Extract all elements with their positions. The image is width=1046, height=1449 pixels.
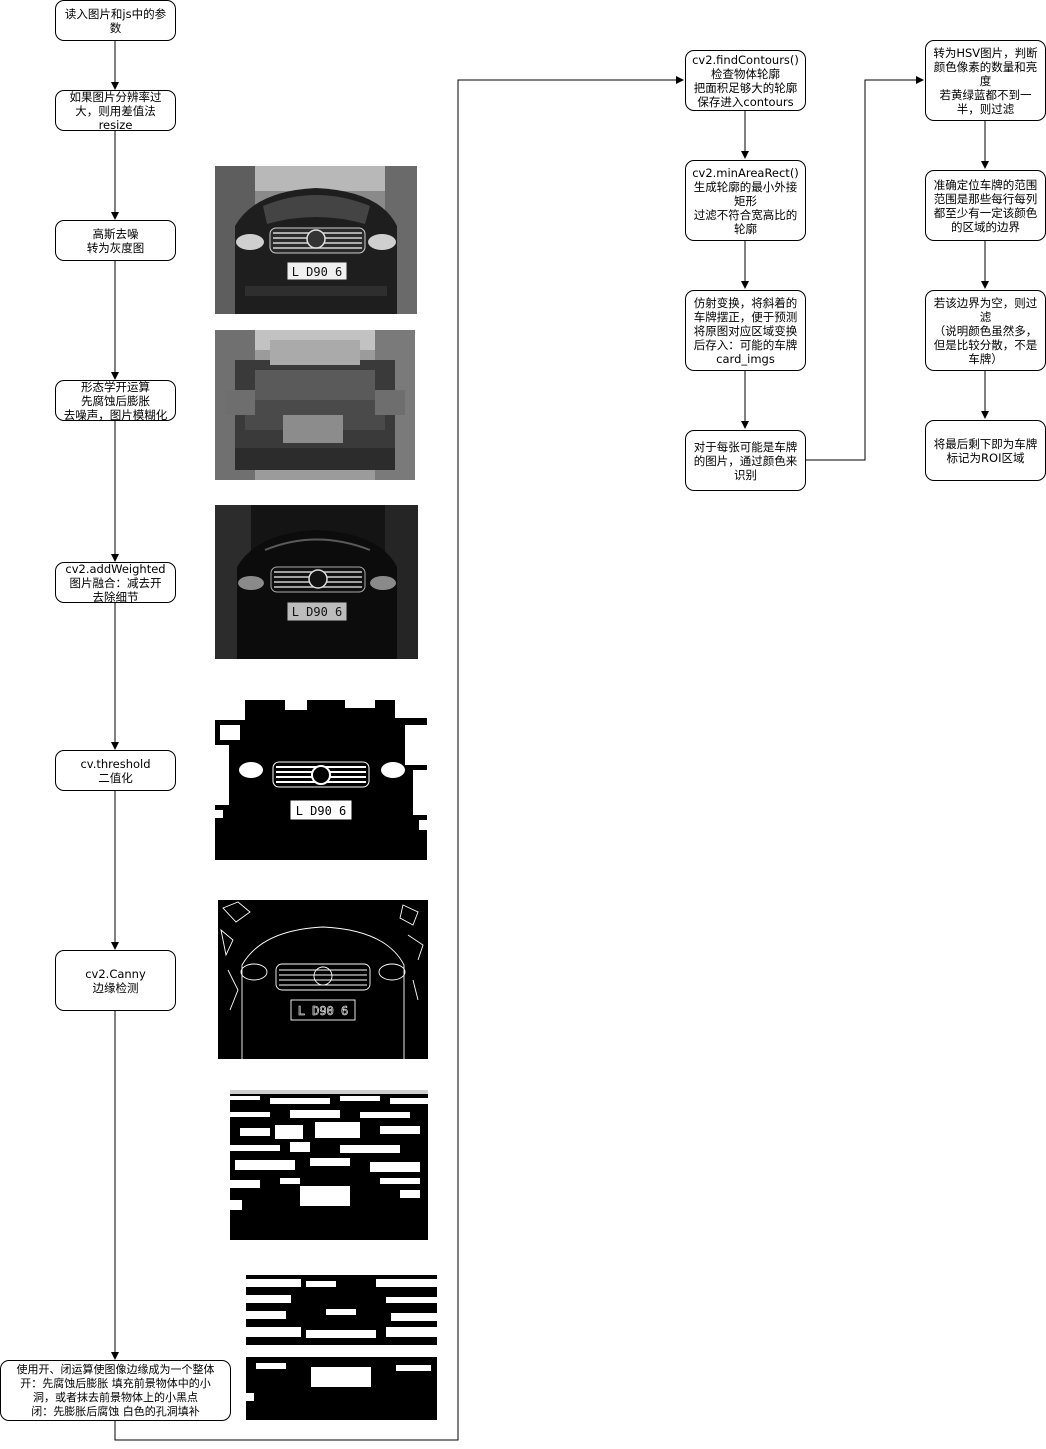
car-edges-image: L D90 6: [218, 900, 428, 1059]
node-resize: 如果图片分辨率过 大，则用差值法resize: [55, 90, 176, 131]
node-open-close: 使用开、闭运算使图像边缘成为一个整体 开：先腐蚀后膨胀 填充前景物体中的小 洞，…: [0, 1360, 231, 1421]
node-add-weighted: cv2.addWeighted 图片融合：减去开 去除细节: [55, 562, 176, 603]
node-find-contours: cv2.findContours() 检查物体轮廓 把面积足够大的轮廓 保存进入…: [685, 50, 806, 111]
car-blurred-image: [215, 330, 415, 480]
car-binary-image: L D90 6: [215, 700, 427, 860]
node-gaussian-gray: 高斯去噪 转为灰度图: [55, 220, 176, 261]
node-threshold: cv.threshold 二值化: [55, 750, 176, 791]
morph-blocks-image-2: [246, 1275, 437, 1420]
edge-color-hsv: [805, 76, 924, 461]
edge-openclose-contours: [114, 76, 684, 1441]
node-locate-plate: 准确定位车牌的范围 范围是那些每行每列 都至少有一定该颜色 的区域的边界: [925, 170, 1046, 241]
morph-blocks-image-1: [230, 1090, 428, 1240]
node-read-image: 读入图片和js中的参数: [55, 0, 176, 41]
plate-text: L D90 6: [292, 605, 343, 619]
plate-text: L D90 6: [298, 1004, 349, 1018]
node-canny: cv2.Canny 边缘检测: [55, 950, 176, 1011]
node-roi: 将最后剩下即为车牌 标记为ROI区域: [925, 420, 1046, 481]
node-min-area-rect: cv2.minAreaRect() 生成轮廓的最小外接 矩形 过滤不符合宽高比的…: [685, 160, 806, 241]
node-color-identify: 对于每张可能是车牌 的图片，通过颜色来 识别: [685, 430, 806, 491]
node-morph-open: 形态学开运算 先腐蚀后膨胀 去噪声，图片模糊化: [55, 380, 176, 421]
car-grayscale-image: L D90 6: [215, 166, 417, 314]
plate-text: L D90 6: [296, 804, 347, 818]
plate-text: L D90 6: [292, 265, 343, 279]
node-empty-boundary: 若该边界为空，则过 滤 （说明颜色虽然多， 但是比较分散，不是 车牌）: [925, 290, 1046, 371]
node-affine-transform: 仿射变换，将斜着的 车牌摆正，便于预测 将原图对应区域变换 后存入：可能的车牌 …: [685, 290, 806, 371]
car-weighted-image: L D90 6: [215, 505, 418, 659]
node-hsv-filter: 转为HSV图片，判断 颜色像素的数量和亮 度 若黄绿蓝都不到一 半，则过滤: [925, 40, 1046, 121]
